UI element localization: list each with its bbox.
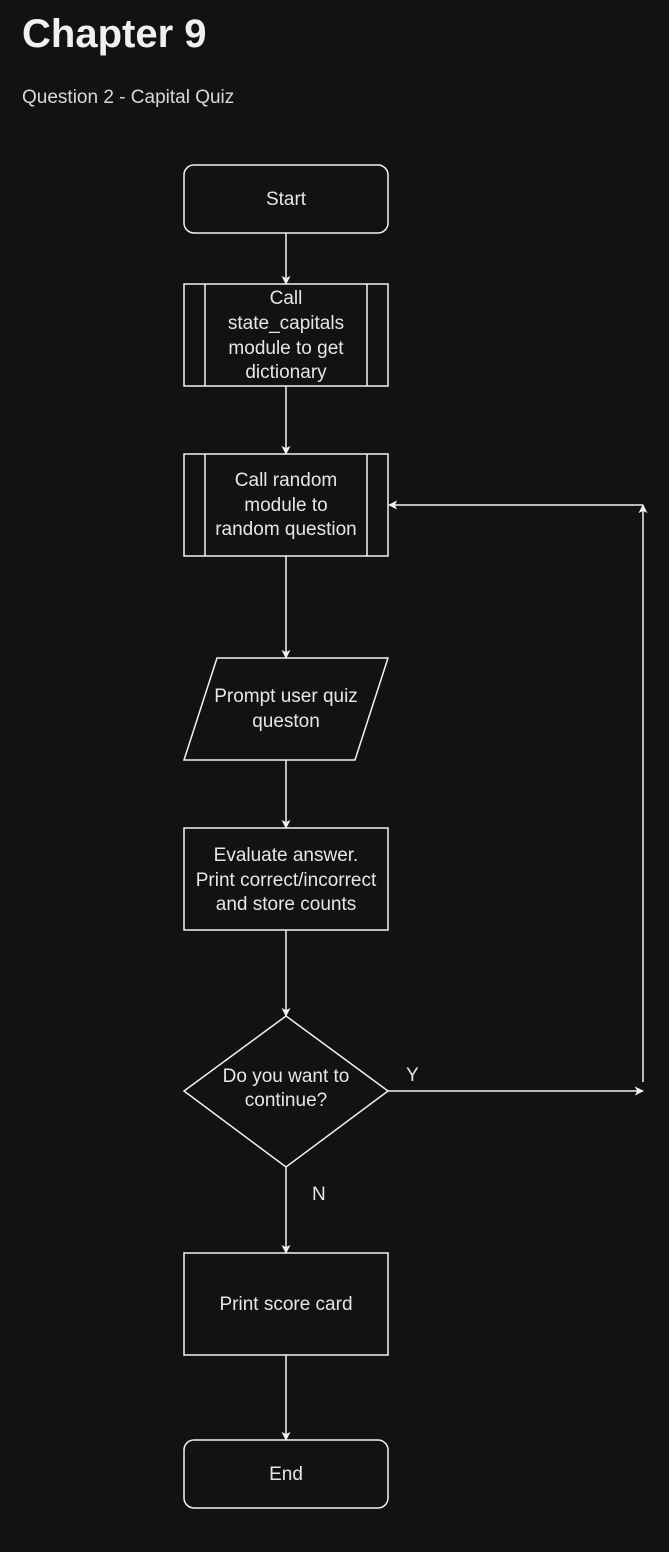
terminator-shape <box>183 1439 389 1509</box>
node-call-capitals-line-2: state_capitals <box>228 313 344 334</box>
node-prompt: Prompt user quiz queston <box>182 657 390 761</box>
node-call-capitals-line-3: module to get <box>228 338 344 359</box>
node-call-capitals-line-1: Call <box>270 288 303 309</box>
node-end: End <box>183 1439 389 1509</box>
terminator-shape <box>183 164 389 234</box>
node-call-random: Call random module to random question <box>183 453 389 557</box>
decision-shape <box>182 1015 390 1168</box>
node-call-capitals-line-4: dictionary <box>245 362 327 383</box>
node-start-label: Start <box>266 189 307 210</box>
page-title: Chapter 9 <box>22 12 207 56</box>
node-start: Start <box>183 164 389 234</box>
node-evaluate-line-2: Print correct/incorrect <box>196 870 377 891</box>
node-call-capitals: Call state_capitals module to get dictio… <box>183 283 389 387</box>
node-call-random-line-1: Call random <box>235 470 337 491</box>
predefined-process-shape <box>183 453 389 557</box>
process-shape <box>183 1252 389 1356</box>
node-decision: Do you want to continue? <box>182 1015 390 1168</box>
page-subtitle: Question 2 - Capital Quiz <box>22 87 235 108</box>
edge-label-yes: Y <box>406 1065 419 1086</box>
flowchart-edges: Y N <box>281 233 648 1441</box>
node-evaluate-line-3: and store counts <box>216 894 356 915</box>
node-evaluate: Evaluate answer. Print correct/incorrect… <box>183 827 389 931</box>
node-print-score-label: Print score card <box>219 1294 352 1315</box>
node-prompt-line-1: Prompt user quiz <box>214 686 358 707</box>
edge-label-no: N <box>312 1184 326 1205</box>
node-decision-line-1: Do you want to <box>223 1066 350 1087</box>
node-call-random-line-2: module to <box>244 495 327 516</box>
process-shape <box>183 827 389 931</box>
node-evaluate-line-1: Evaluate answer. <box>214 845 359 866</box>
node-decision-line-2: continue? <box>245 1090 327 1111</box>
node-end-label: End <box>269 1464 303 1485</box>
node-print-score: Print score card <box>183 1252 389 1356</box>
input-output-shape <box>182 657 390 761</box>
predefined-process-shape <box>183 283 389 387</box>
node-prompt-line-2: queston <box>252 711 320 732</box>
node-call-random-line-3: random question <box>215 519 357 540</box>
